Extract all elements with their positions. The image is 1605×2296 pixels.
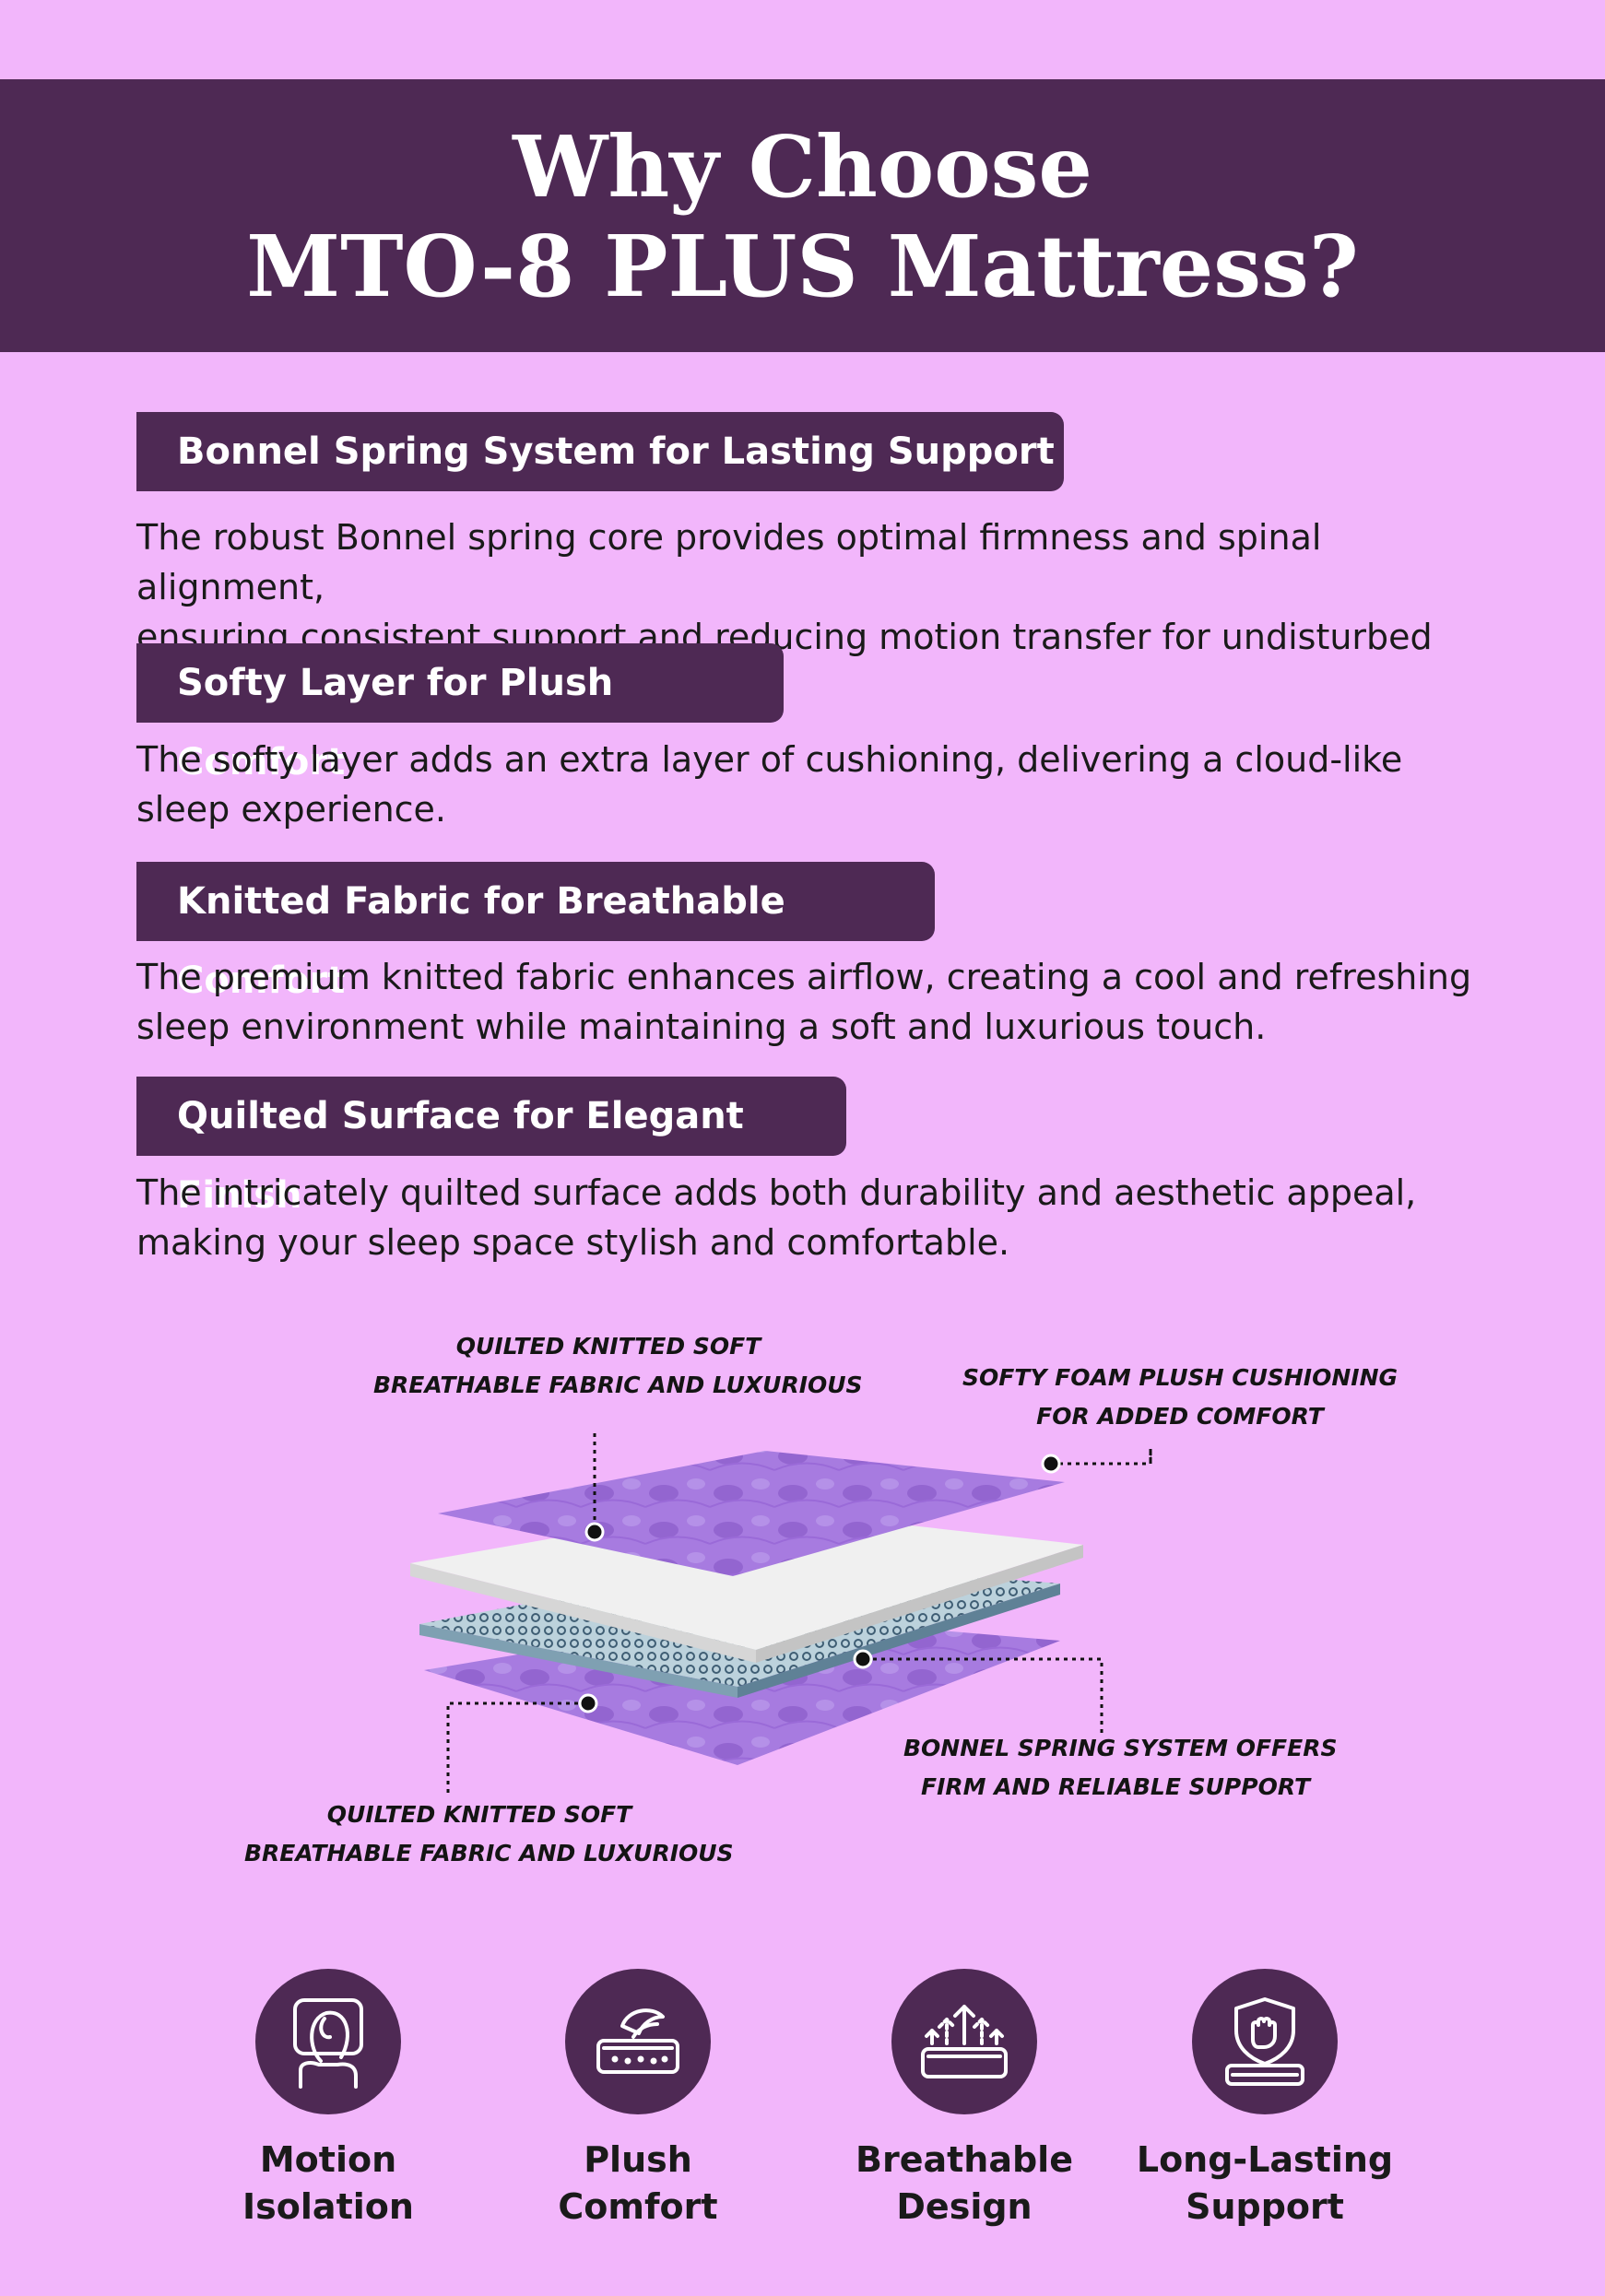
callout-line: QUILTED KNITTED SOFT [455, 1333, 761, 1360]
breathable-design-icon [891, 1969, 1037, 2114]
callout-line: FOR ADDED COMFORT [1036, 1403, 1324, 1430]
section-body-quilted-surface: The intricately quilted surface adds bot… [136, 1168, 1519, 1267]
softy-foam-layer-edge-right [756, 1545, 1083, 1663]
section-body-line: The robust Bonnel spring core provides o… [136, 517, 1322, 607]
motion-isolation-icon [255, 1969, 401, 2114]
bonnel-spring-layer-edge [419, 1624, 738, 1698]
marker-dot-springs [853, 1649, 873, 1669]
bonnel-spring-layer-edge-right [738, 1584, 1060, 1698]
feature-long-lasting-support: Long-Lasting Support [1127, 1969, 1403, 2231]
title-line-1: Why Choose [513, 117, 1092, 217]
feature-label: Plush Comfort [500, 2137, 776, 2231]
callout-top-right: SOFTY FOAM PLUSH CUSHIONING FOR ADDED CO… [959, 1359, 1401, 1436]
callout-line: SOFTY FOAM PLUSH CUSHIONING [962, 1364, 1398, 1391]
title-line-2: MTO-8 PLUS Mattress? [246, 217, 1359, 316]
feature-label: Breathable Design [826, 2137, 1103, 2231]
connector-bottom-left [446, 1701, 586, 1796]
feature-breathable-design: Breathable Design [826, 1969, 1103, 2231]
section-body-line: The premium knitted fabric enhances airf… [136, 957, 1472, 997]
section-heading-knitted-fabric: Knitted Fabric for Breathable Comfort [136, 862, 935, 1002]
section-body-line: sleep experience. [136, 789, 447, 830]
feature-label-line: Support [1186, 2186, 1344, 2227]
callout-line: QUILTED KNITTED SOFT [326, 1801, 632, 1828]
softy-foam-layer-edge [410, 1563, 756, 1663]
mattress-layer-diagram: QUILTED KNITTED SOFT BREATHABLE FABRIC A… [0, 1327, 1605, 1899]
feature-label: Long-Lasting Support [1127, 2137, 1403, 2231]
callout-top-left: QUILTED KNITTED SOFT BREATHABLE FABRIC A… [373, 1327, 863, 1405]
feature-label-line: Design [896, 2186, 1033, 2227]
marker-dot-top-fabric [584, 1522, 605, 1542]
section-body-line: The intricately quilted surface adds bot… [136, 1172, 1417, 1213]
feature-plush-comfort: Plush Comfort [500, 1969, 776, 2231]
section-body-softy-layer: The softy layer adds an extra layer of c… [136, 735, 1519, 834]
callout-bottom-left: QUILTED KNITTED SOFT BREATHABLE FABRIC A… [244, 1796, 734, 1873]
callout-bottom-right: BONNEL SPRING SYSTEM OFFERS FIRM AND REL… [903, 1729, 1338, 1807]
callout-line: BONNEL SPRING SYSTEM OFFERS [903, 1735, 1338, 1761]
feature-label: Motion Isolation [190, 2137, 466, 2231]
feature-motion-isolation: Motion Isolation [190, 1969, 466, 2231]
feature-label-line: Plush Comfort [558, 2139, 718, 2227]
marker-dot-foam [1041, 1454, 1061, 1474]
marker-dot-bottom-fabric [578, 1693, 598, 1713]
section-body-line: making your sleep space stylish and comf… [136, 1222, 1010, 1263]
callout-line: BREATHABLE FABRIC AND LUXURIOUS [373, 1372, 863, 1398]
title-banner: Why Choose MTO-8 PLUS Mattress? [0, 79, 1605, 352]
feature-label-line: Motion [259, 2139, 397, 2180]
callout-line: BREATHABLE FABRIC AND LUXURIOUS [244, 1840, 734, 1866]
feature-label-line: Breathable [856, 2139, 1073, 2180]
callout-line: FIRM AND RELIABLE SUPPORT [921, 1773, 1310, 1800]
mattress-layers-illustration [410, 1433, 1152, 1796]
section-body-line: sleep environment while maintaining a so… [136, 1007, 1267, 1047]
section-heading-softy-layer: Softy Layer for Plush Comfort [136, 643, 784, 783]
top-fabric-layer [438, 1451, 1065, 1576]
section-heading-quilted-surface: Quilted Surface for Elegant Finish [136, 1077, 846, 1217]
section-heading-bonnel-spring: Bonnel Spring System for Lasting Support [136, 412, 1064, 491]
section-body-line: The softy layer adds an extra layer of c… [136, 739, 1403, 780]
feature-label-line: Isolation [242, 2186, 414, 2227]
feature-label-line: Long-Lasting [1136, 2139, 1394, 2180]
long-lasting-support-icon [1192, 1969, 1338, 2114]
plush-comfort-icon [565, 1969, 711, 2114]
section-body-knitted-fabric: The premium knitted fabric enhances airf… [136, 952, 1519, 1052]
